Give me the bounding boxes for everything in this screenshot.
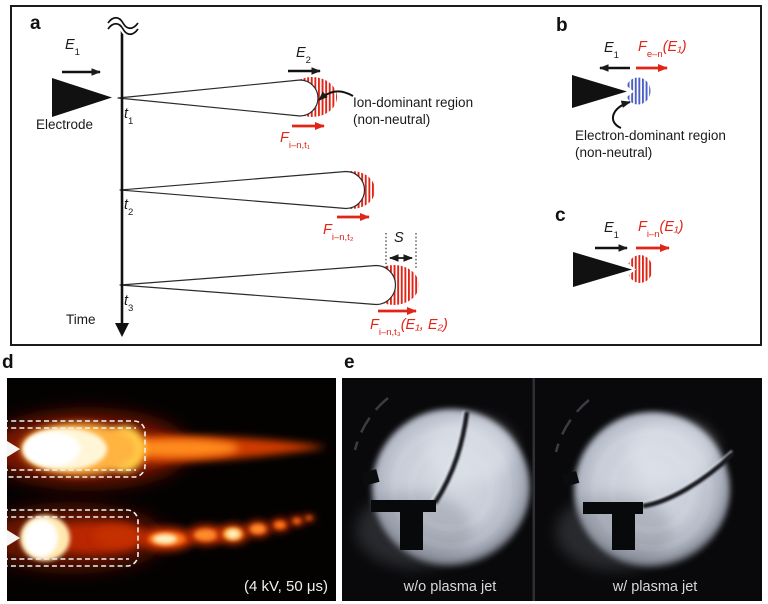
plasma-jet-rendering — [7, 378, 336, 601]
t3-label: t3 — [124, 293, 134, 314]
e1-label-c: E1 — [604, 220, 619, 241]
s-label: S — [394, 230, 404, 246]
target-holder-right — [583, 502, 643, 550]
schlieren-right — [554, 399, 735, 570]
electrode-triangle-b — [572, 75, 627, 108]
nozzle-marker-top — [7, 441, 20, 457]
shock-boundary-left — [433, 411, 470, 505]
electrode-triangle-a — [52, 78, 112, 117]
plasma-cone-t3 — [119, 264, 397, 306]
window-frame-arc-left — [353, 397, 389, 451]
target-holder-left — [371, 500, 436, 550]
plasma-cone-t1 — [117, 79, 319, 117]
panel-label-e: e — [344, 352, 355, 373]
photo-divider — [532, 378, 535, 601]
panel-label-d: d — [2, 352, 14, 373]
bullet-jet — [7, 508, 315, 568]
shock-boundary-right — [642, 452, 735, 509]
electron-cap-notch — [624, 84, 634, 99]
plasma-jet-photo: (4 kV, 50 μs) — [7, 378, 336, 601]
ion-region-label-line2: (non-neutral) — [353, 112, 431, 127]
plasma-cone-t2 — [119, 170, 366, 210]
time-axis — [105, 16, 141, 337]
rim-notch-left — [360, 469, 380, 486]
ion-region-pointer-arrow — [318, 90, 354, 101]
force-label-t3: Fi–n,t₃(E₁, E₂) — [370, 317, 448, 338]
caption-with-jet: w/ plasma jet — [612, 579, 698, 595]
time-label: Time — [66, 312, 96, 327]
force-label-t1: Fi–n,t₁ — [280, 130, 311, 151]
ion-cap-c — [627, 255, 653, 283]
t1-label: t1 — [124, 106, 134, 127]
electron-region-label-line1: Electron-dominant region — [575, 128, 726, 143]
panel-label-c: c — [555, 205, 566, 226]
s-measure — [385, 233, 417, 268]
force-label-t2: Fi–n,t₂ — [323, 222, 354, 243]
force-label-in: Fi–n(E₁) — [638, 219, 684, 240]
electron-cap-b — [625, 77, 651, 105]
continuous-jet — [7, 413, 327, 485]
rim-notch-right — [561, 471, 580, 487]
force-label-en: Fe–n(E₁) — [638, 39, 687, 60]
window-frame-arc-right — [554, 399, 590, 453]
nozzle-marker-bottom — [7, 530, 20, 546]
time-axis-arrowhead — [115, 323, 129, 337]
electron-region-pointer-arrow — [611, 100, 631, 129]
schlieren-rendering — [342, 378, 762, 601]
tube-outline-top — [7, 420, 146, 478]
ion-region-label-line1: Ion-dominant region — [353, 95, 474, 110]
schematic-drawing — [52, 16, 670, 337]
panel-label-b: b — [556, 15, 568, 36]
electrode-triangle-c — [573, 252, 632, 287]
plasma-bullets — [140, 514, 315, 551]
electrode-label: Electrode — [36, 117, 94, 132]
schlieren-photos: w/o plasma jet w/ plasma jet — [342, 378, 762, 601]
schematic-box: a E1 Electrode t1 t2 t3 Time E2 Fi–n,t₁ … — [10, 5, 762, 346]
e1-label-a: E1 — [65, 37, 80, 58]
e1-label-b: E1 — [604, 40, 619, 61]
electron-region-label-line2: (non-neutral) — [575, 145, 653, 160]
caption-without-jet: w/o plasma jet — [403, 579, 497, 595]
tube-outline-bottom — [7, 509, 139, 567]
schlieren-left — [353, 397, 530, 568]
pulse-condition-caption: (4 kV, 50 μs) — [244, 578, 328, 595]
axis-break-icon — [107, 22, 139, 36]
e2-label: E2 — [296, 45, 311, 66]
t2-label: t2 — [124, 197, 134, 218]
panel-label-a: a — [30, 13, 41, 34]
